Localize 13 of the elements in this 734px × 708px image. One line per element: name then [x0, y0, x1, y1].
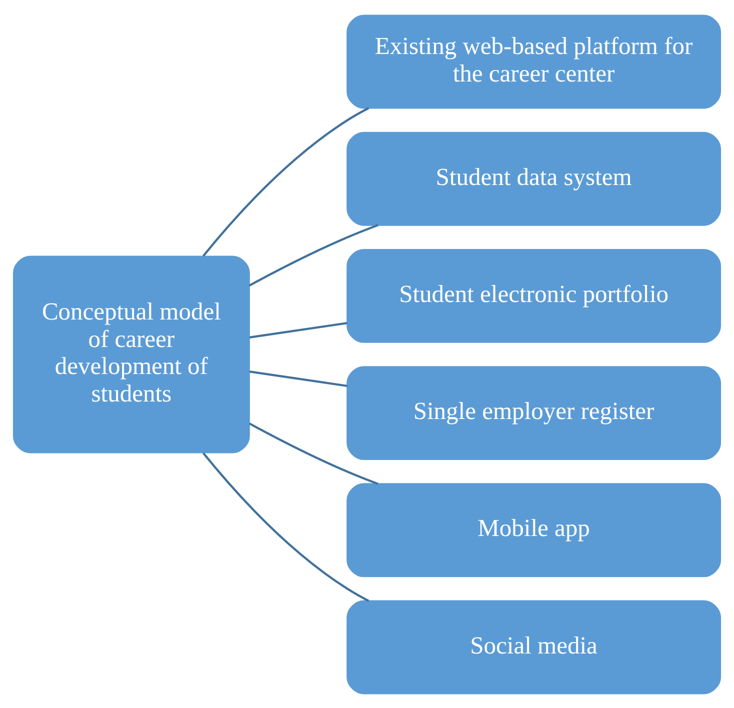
connector	[249, 370, 348, 386]
connector	[248, 224, 378, 286]
node-box: Conceptual model of career development of students	[12, 255, 250, 453]
connector	[249, 322, 348, 338]
node-box: Social media	[346, 600, 722, 694]
node-box: Student data system	[346, 131, 722, 226]
node-box: Mobile app	[346, 482, 722, 577]
connector	[202, 452, 370, 602]
node-box: Existing web-based platform for the career center	[346, 14, 722, 108]
node-box: Single employer register	[346, 366, 722, 460]
node-box: Student electronic portfolio	[346, 248, 722, 342]
connector	[248, 422, 378, 484]
connector	[202, 106, 370, 256]
